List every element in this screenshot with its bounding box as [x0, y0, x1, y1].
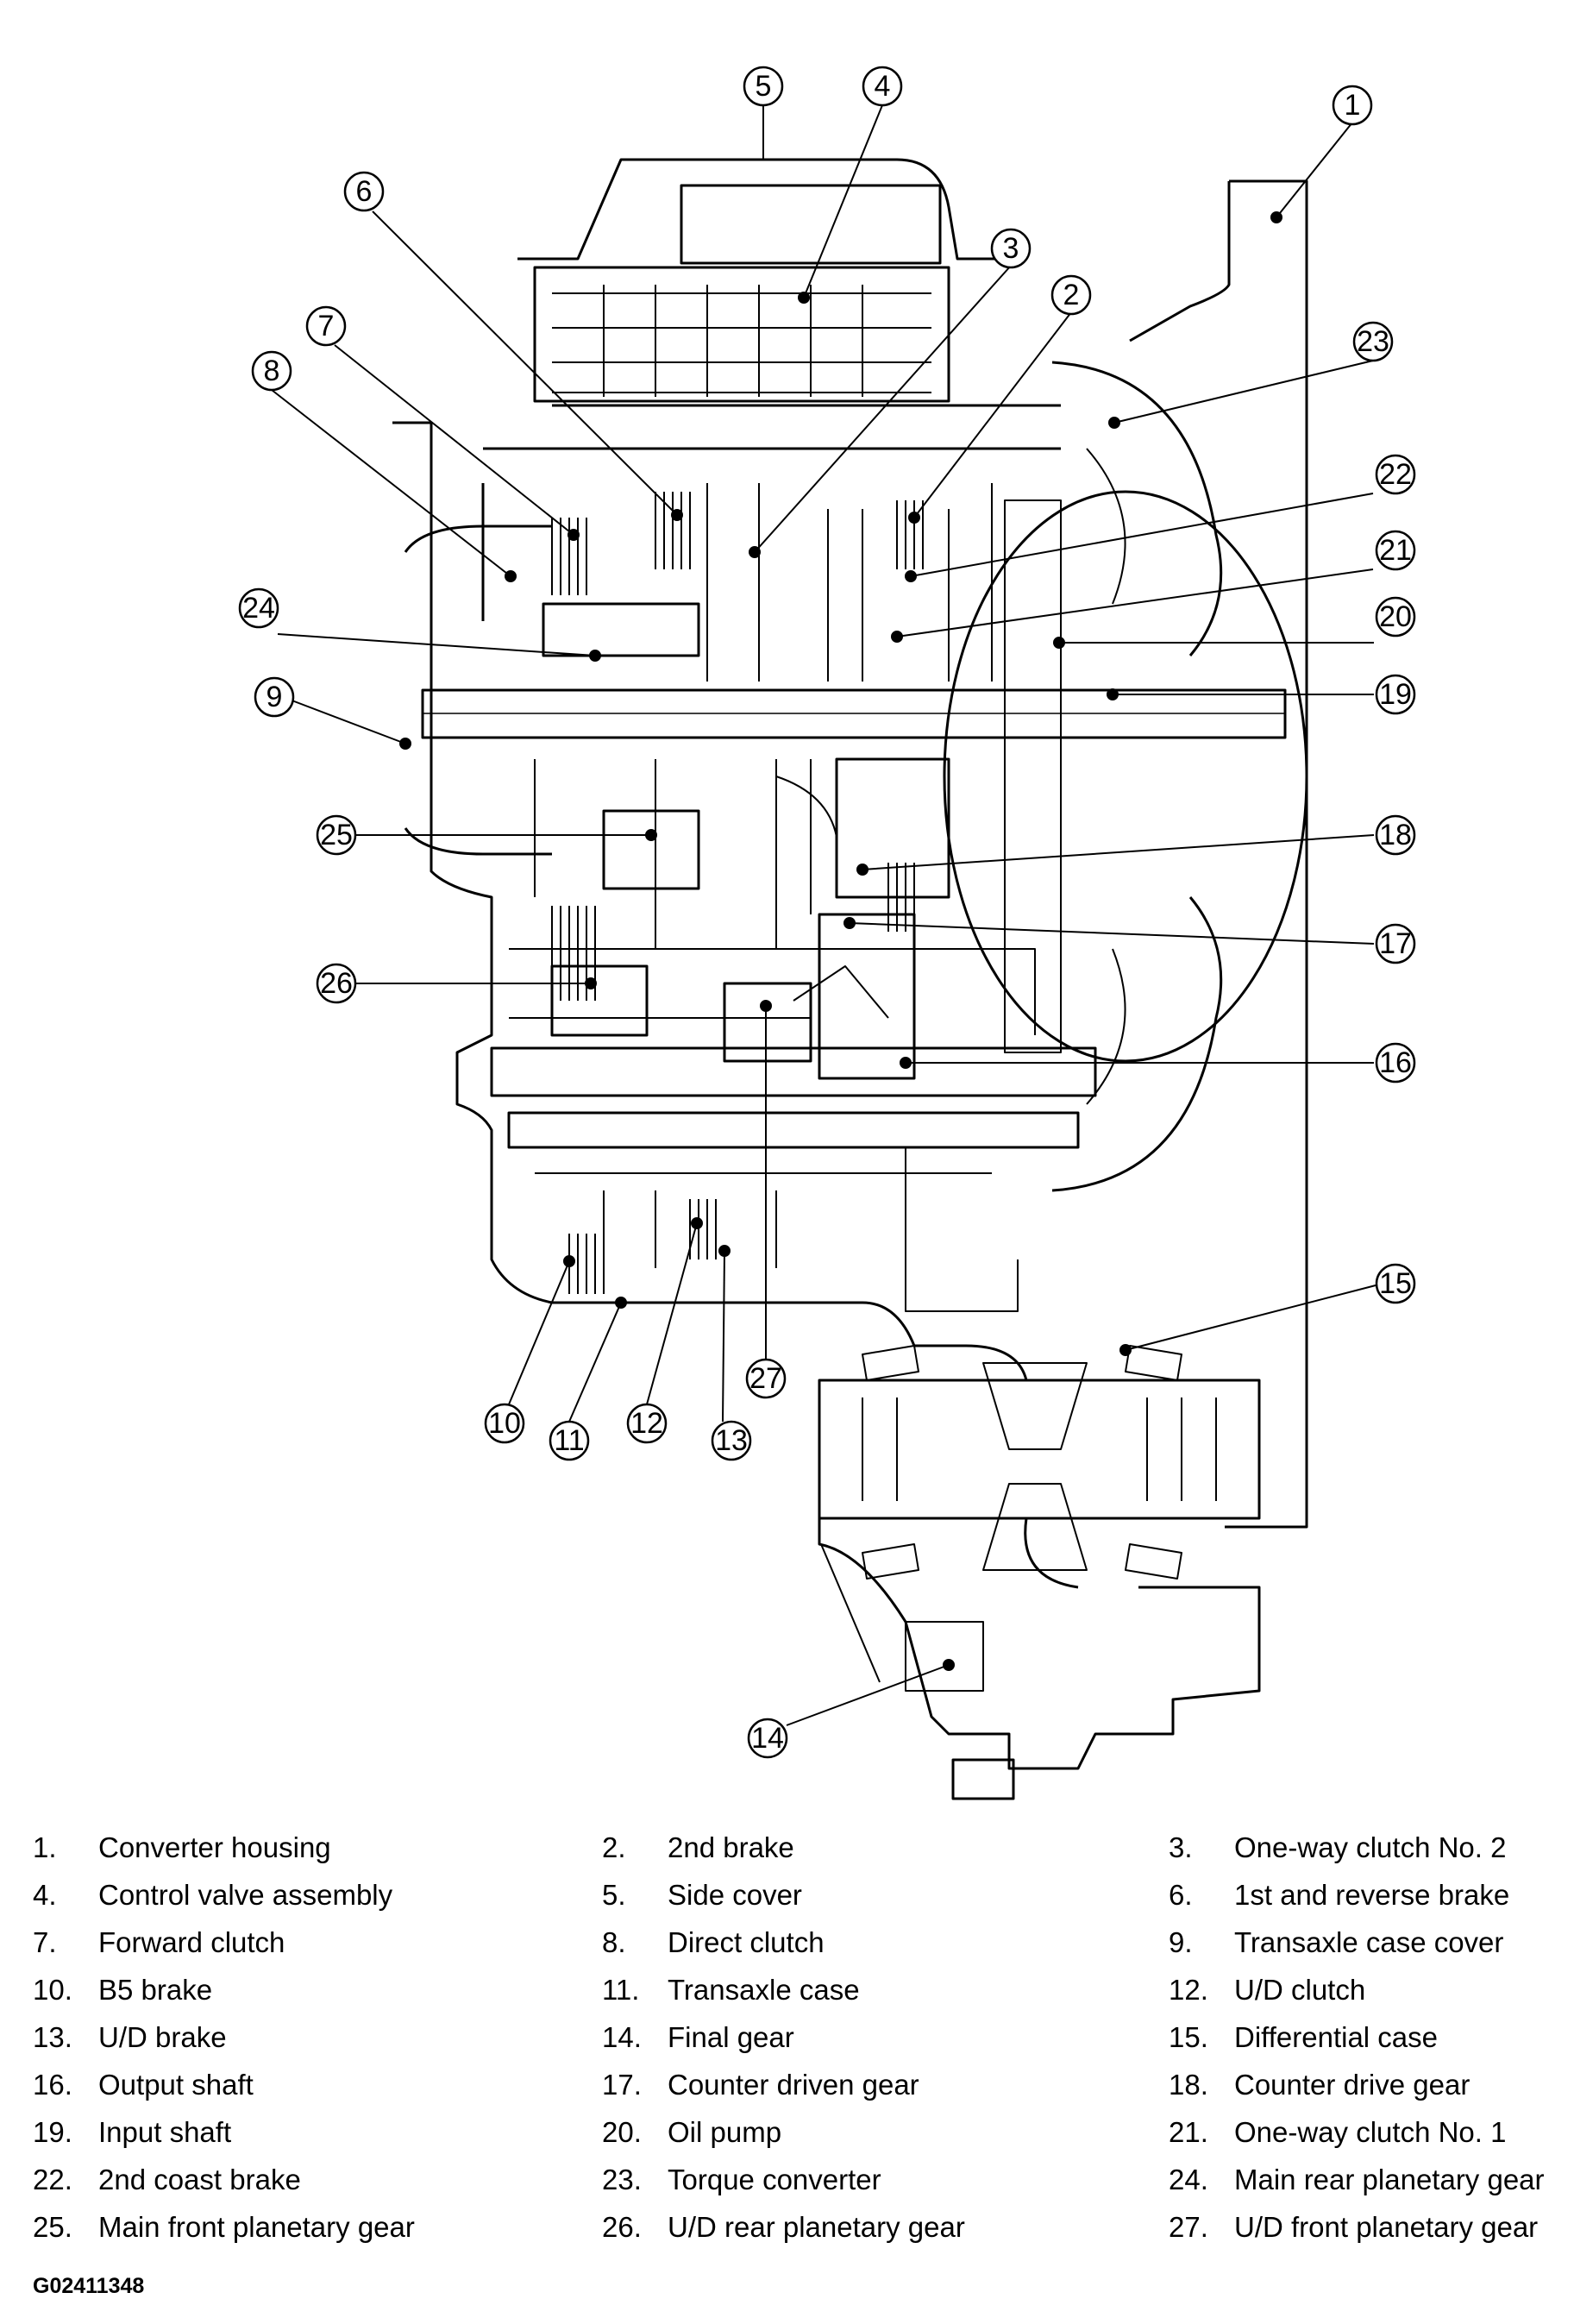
legend-item-number: 24.: [1169, 2164, 1208, 2195]
callout-18: 18: [1379, 819, 1412, 851]
callout-9: 9: [267, 681, 283, 713]
legend-item-label: B5 brake: [98, 1974, 213, 2006]
legend-item-label: Differential case: [1234, 2021, 1439, 2053]
callout-6: 6: [356, 175, 373, 208]
legend-item-number: 3.: [1169, 1831, 1193, 1863]
legend-item-number: 13.: [33, 2021, 72, 2053]
legend-item-label: Forward clutch: [98, 1926, 285, 1958]
callout-3: 3: [1003, 232, 1019, 265]
legend-item-number: 12.: [1169, 1974, 1208, 2006]
legend-item-label: Output shaft: [98, 2069, 254, 2101]
legend-item-label: Transaxle case: [668, 1974, 860, 2006]
side-cover-outline: [517, 158, 1018, 261]
legend-item-number: 7.: [33, 1926, 57, 1958]
callout-27: 27: [749, 1362, 782, 1395]
legend-item-label: Transaxle case cover: [1234, 1926, 1504, 1958]
control-valve-body: [533, 266, 950, 403]
legend-item-number: 14.: [602, 2021, 642, 2053]
legend-item-label: U/D brake: [98, 2021, 227, 2053]
legend-item-label: U/D clutch: [1234, 1974, 1366, 2006]
callout-25: 25: [320, 819, 353, 851]
callout-14: 14: [751, 1722, 784, 1755]
legend-item-label: Counter driven gear: [668, 2069, 919, 2101]
callout-22: 22: [1379, 458, 1412, 491]
legend-item-number: 8.: [602, 1926, 626, 1958]
legend-item-number: 23.: [602, 2164, 642, 2195]
transaxle-case-cover-outline: [392, 421, 493, 940]
legend-item-label: Converter housing: [98, 1831, 331, 1863]
callout-20: 20: [1379, 600, 1412, 633]
legend-item-label: Input shaft: [98, 2116, 232, 2148]
transaxle-case-outline: [455, 940, 966, 1347]
callout-13: 13: [715, 1424, 748, 1457]
legend-item-number: 4.: [33, 1879, 57, 1911]
legend-item-number: 17.: [602, 2069, 642, 2101]
callout-23: 23: [1357, 325, 1389, 358]
legend-item-number: 11.: [602, 1974, 640, 2006]
ud-front-planetary: [723, 982, 812, 1063]
figure-id: G02411348: [33, 2274, 145, 2298]
callout-1: 1: [1345, 89, 1361, 122]
parts-legend: 1. Converter housing 2. 2nd brake 3. One-way …: [0, 1825, 1574, 2273]
callout-10: 10: [488, 1407, 521, 1440]
legend-item-label: One-way clutch No. 2: [1234, 1831, 1507, 1863]
legend-item-number: 1.: [33, 1831, 57, 1863]
callout-16: 16: [1379, 1046, 1412, 1079]
legend-item-label: Main front planetary gear: [98, 2211, 415, 2243]
callout-17: 17: [1379, 927, 1412, 960]
callout-21: 21: [1379, 534, 1412, 567]
callout-26: 26: [320, 967, 353, 1000]
legend-item-number: 6.: [1169, 1879, 1193, 1911]
callout-11: 11: [554, 1424, 584, 1457]
output-shaft: [490, 1046, 1097, 1097]
counter-driven-gear: [818, 913, 916, 1080]
final-gear-housing: [818, 1518, 1261, 1770]
legend-item-label: Final gear: [668, 2021, 794, 2053]
transaxle-cross-section-diagram: 1 2 3 4 5 6 7 8 9 10 11 12 13 14 15 16 1…: [238, 66, 1416, 1800]
legend-item-number: 5.: [602, 1879, 626, 1911]
legend-item-label: Side cover: [668, 1879, 802, 1911]
callout-19: 19: [1379, 678, 1412, 711]
legend-item-number: 26.: [602, 2211, 642, 2243]
legend-item-label: 2nd coast brake: [98, 2164, 301, 2195]
legend-item-number: 16.: [33, 2069, 72, 2101]
torque-converter: [943, 490, 1308, 1063]
legend-item-label: U/D rear planetary gear: [668, 2211, 965, 2243]
legend-item-label: Control valve assembly: [98, 1879, 393, 1911]
legend-item-label: Oil pump: [668, 2116, 782, 2148]
legend-item-number: 25.: [33, 2211, 72, 2243]
counter-drive-gear: [835, 757, 950, 899]
callout-24: 24: [242, 592, 275, 625]
legend-item-label: One-way clutch No. 1: [1234, 2116, 1507, 2148]
legend-item-number: 27.: [1169, 2211, 1208, 2243]
legend-item-number: 19.: [33, 2116, 72, 2148]
legend-item-number: 20.: [602, 2116, 642, 2148]
legend-item-number: 22.: [33, 2164, 72, 2195]
legend-item-label: Counter drive gear: [1234, 2069, 1471, 2101]
ud-rear-planetary: [550, 964, 649, 1037]
legend-item-number: 15.: [1169, 2021, 1208, 2053]
legend-item-label: 1st and reverse brake: [1234, 1879, 1510, 1911]
legend-item-number: 18.: [1169, 2069, 1208, 2101]
callout-8: 8: [264, 355, 280, 387]
legend-item-number: 21.: [1169, 2116, 1208, 2148]
callout-4: 4: [875, 70, 891, 103]
callout-7: 7: [318, 310, 335, 342]
legend-item-label: Torque converter: [668, 2164, 881, 2195]
callout-5: 5: [756, 70, 772, 103]
legend-item-number: 2.: [602, 1831, 626, 1863]
callout-2: 2: [1063, 279, 1080, 311]
converter-housing-outline: [1129, 179, 1308, 1529]
differential-case: [818, 1379, 1261, 1520]
legend-item-number: 9.: [1169, 1926, 1193, 1958]
legend-item-label: Main rear planetary gear: [1234, 2164, 1545, 2195]
legend-item-number: 10.: [33, 1974, 72, 2006]
legend-item-label: 2nd brake: [668, 1831, 794, 1863]
legend-item-label: Direct clutch: [668, 1926, 825, 1958]
main-rear-planetary: [542, 602, 700, 657]
callout-15: 15: [1379, 1267, 1412, 1300]
main-front-planetary: [602, 809, 700, 890]
legend-item-label: U/D front planetary gear: [1234, 2211, 1539, 2243]
callout-12: 12: [630, 1407, 663, 1440]
